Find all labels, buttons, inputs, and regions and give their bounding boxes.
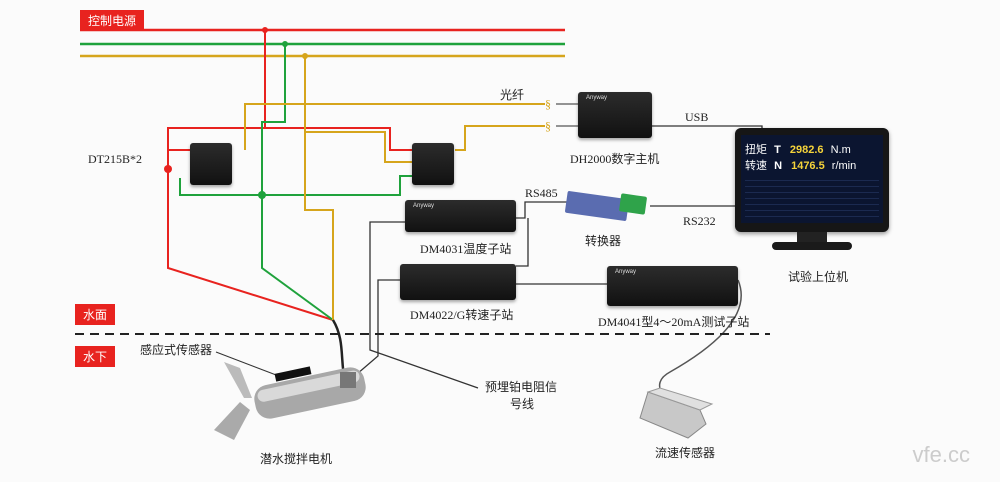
- control-power-tag: 控制电源: [80, 10, 145, 31]
- host-pc-label: 试验上位机: [788, 270, 849, 284]
- rs485-label: RS485: [525, 186, 558, 200]
- fiber-coil-icon: §: [545, 97, 551, 111]
- monitor-stand: [797, 232, 827, 242]
- speed-unit: r/min: [831, 160, 857, 172]
- monitor-base: [772, 242, 852, 250]
- speed-symbol: N: [774, 160, 783, 172]
- dh2000-host: Anyway: [578, 92, 652, 138]
- fiber-coil-icon: §: [545, 119, 551, 133]
- torque-label: 扭矩: [745, 144, 767, 156]
- usb-label: USB: [685, 110, 709, 124]
- rtd-label-line1: 预埋铂电阻信: [485, 380, 558, 394]
- dm4041-station: Anyway: [607, 266, 738, 306]
- wire-rs485: [516, 201, 568, 219]
- wire-rs485: [516, 218, 529, 267]
- dm4022-label: DM4022/G转速子站: [410, 308, 514, 322]
- dt215b-module-2: [412, 143, 454, 185]
- monitor-data-grid: [745, 175, 879, 219]
- converter-label: 转换器: [585, 234, 622, 248]
- flow-sensor-icon: [639, 387, 714, 439]
- rtd-label-line2: 号线: [510, 397, 535, 411]
- underwater-tag: 水下: [75, 346, 116, 367]
- converter-icon: [565, 191, 647, 221]
- induction-sensor-label: 感应式传感器: [140, 343, 213, 357]
- dt215b-module-1: [190, 143, 232, 185]
- wire-red: [167, 30, 334, 321]
- wire-green: [261, 44, 334, 321]
- monitor-screen: 扭矩 T 2982.6 N.m 转速 N 1476.5 r/min: [741, 135, 883, 223]
- water-surface-tag: 水面: [75, 304, 116, 325]
- rs232-label: RS232: [683, 214, 716, 228]
- fiber-label: 光纤: [500, 88, 525, 102]
- flow-sensor-label: 流速传感器: [655, 446, 716, 460]
- wire-yellow: [304, 56, 412, 163]
- torque-unit: N.m: [830, 144, 851, 156]
- wire-yellow: [304, 132, 334, 320]
- speed-value: 1476.5: [791, 160, 825, 172]
- dm4041-label: DM4041型4～20mA测试子站: [598, 315, 750, 329]
- dh2000-label: DH2000数字主机: [570, 152, 660, 166]
- torque-value: 2982.6: [789, 144, 824, 156]
- wire-yellow: [244, 103, 545, 150]
- torque-symbol: T: [774, 144, 781, 156]
- wire-rtd: [369, 221, 479, 389]
- mixer-label: 潜水搅拌电机: [260, 452, 333, 466]
- wire-green: [179, 175, 412, 196]
- dm4031-label: DM4031温度子站: [420, 242, 512, 256]
- mixer-motor-icon: [214, 362, 366, 440]
- dm4022-station: [400, 264, 516, 300]
- watermark: vfe.cc: [912, 442, 970, 467]
- wire-red: [265, 127, 412, 151]
- leader-line: [215, 351, 285, 379]
- wire-induction: [349, 279, 400, 381]
- wire-yellow: [455, 125, 545, 151]
- dt215b-label: DT215B*2: [88, 152, 142, 166]
- dm4031-station: Anyway: [405, 200, 516, 232]
- speed-label: 转速: [745, 160, 767, 172]
- host-monitor: 扭矩 T 2982.6 N.m 转速 N 1476.5 r/min: [735, 128, 889, 242]
